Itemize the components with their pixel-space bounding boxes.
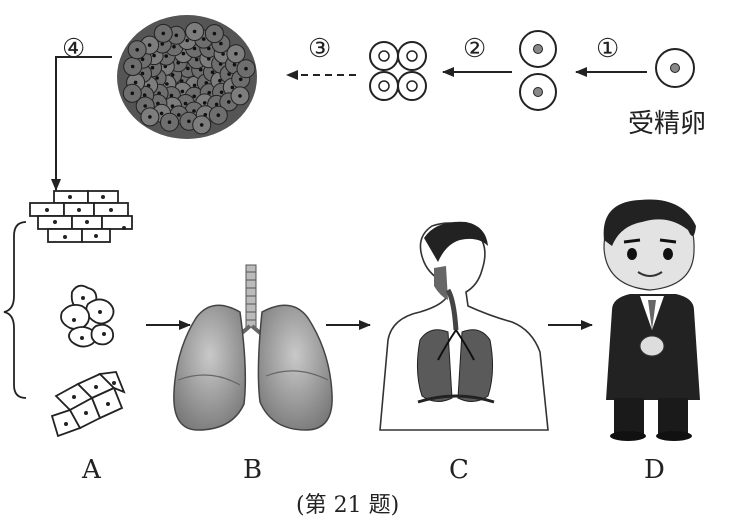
cluster-cell-nucleus — [165, 82, 169, 86]
cluster-cell-nucleus — [239, 78, 243, 82]
cluster-cell-nucleus — [148, 43, 152, 47]
cluster-cell-nucleus — [143, 104, 147, 108]
cluster-cell-nucleus — [155, 76, 159, 80]
step-4-label: ④ — [62, 34, 85, 64]
cluster-cell-nucleus — [244, 67, 248, 71]
cluster-cell-nucleus — [234, 52, 238, 56]
cluster-cell-nucleus — [193, 30, 197, 34]
cluster-cell-nucleus — [186, 67, 190, 71]
cluster-cell-nucleus — [233, 63, 237, 67]
cluster-cell-nucleus — [172, 45, 176, 49]
cluster-cell-nucleus — [192, 95, 196, 99]
cluster-cell-nucleus — [207, 91, 211, 95]
cluster-cell-nucleus — [160, 112, 164, 116]
step-1-label: ① — [596, 34, 619, 64]
cluster-cell-nucleus — [219, 42, 223, 46]
zygote-label: 受精卵 — [628, 109, 706, 139]
step-2-label: ② — [463, 34, 486, 64]
cluster-cell-nucleus — [220, 91, 224, 95]
cluster-cell-nucleus — [193, 84, 197, 88]
cluster-cell-nucleus — [202, 37, 206, 41]
cluster-cell-nucleus — [181, 90, 185, 94]
cluster-cell-nucleus — [238, 94, 242, 98]
cluster-cell-nucleus — [134, 81, 138, 85]
cluster-cell-nucleus — [185, 39, 189, 43]
cell-cluster — [117, 15, 257, 139]
cluster-cell-nucleus — [203, 101, 207, 105]
figure-caption: (第 21 题) — [296, 493, 399, 518]
cluster-cell-nucleus — [152, 54, 156, 58]
two-cell-stage — [520, 31, 556, 110]
cluster-cell-nucleus — [215, 103, 219, 107]
cluster-cell-nucleus — [162, 32, 166, 36]
label-a: A — [81, 455, 102, 485]
step-4-arrow — [56, 57, 112, 190]
cluster-cell-nucleus — [192, 109, 196, 113]
cluster-cell-nucleus — [135, 48, 139, 52]
cluster-cell-nucleus — [200, 123, 204, 127]
cluster-cell-nucleus — [164, 54, 168, 58]
tissue-irregular-cells — [61, 286, 114, 347]
label-d: D — [644, 455, 665, 485]
tissue-brace — [4, 222, 26, 398]
cluster-cell-nucleus — [187, 120, 191, 124]
cluster-cell-nucleus — [175, 34, 179, 38]
cluster-cell-nucleus — [218, 79, 222, 83]
label-b: B — [243, 455, 262, 485]
lungs-organ — [174, 265, 332, 430]
cluster-cell-nucleus — [168, 120, 172, 124]
human-respiratory-system — [380, 222, 548, 430]
cluster-cell-nucleus — [148, 115, 152, 119]
cluster-cell-nucleus — [227, 100, 231, 104]
cluster-cell-nucleus — [213, 32, 217, 36]
cluster-cell-nucleus — [182, 52, 186, 56]
cluster-cell-nucleus — [217, 113, 221, 117]
cluster-cell-nucleus — [143, 93, 147, 97]
cluster-cell-nucleus — [177, 113, 181, 117]
tissue-brick-cells — [30, 191, 132, 242]
label-c: C — [449, 455, 469, 485]
four-cell-stage — [370, 42, 426, 100]
zygote-cell — [656, 49, 694, 87]
step-3-label: ③ — [308, 34, 331, 64]
cluster-cell-nucleus — [231, 86, 235, 90]
cluster-cell-nucleus — [195, 58, 199, 62]
cluster-cell-nucleus — [131, 65, 135, 69]
cluster-cell-nucleus — [131, 92, 135, 96]
cluster-cell-nucleus — [151, 66, 155, 70]
cluster-cell-nucleus — [184, 102, 188, 106]
person-figure — [604, 200, 700, 441]
